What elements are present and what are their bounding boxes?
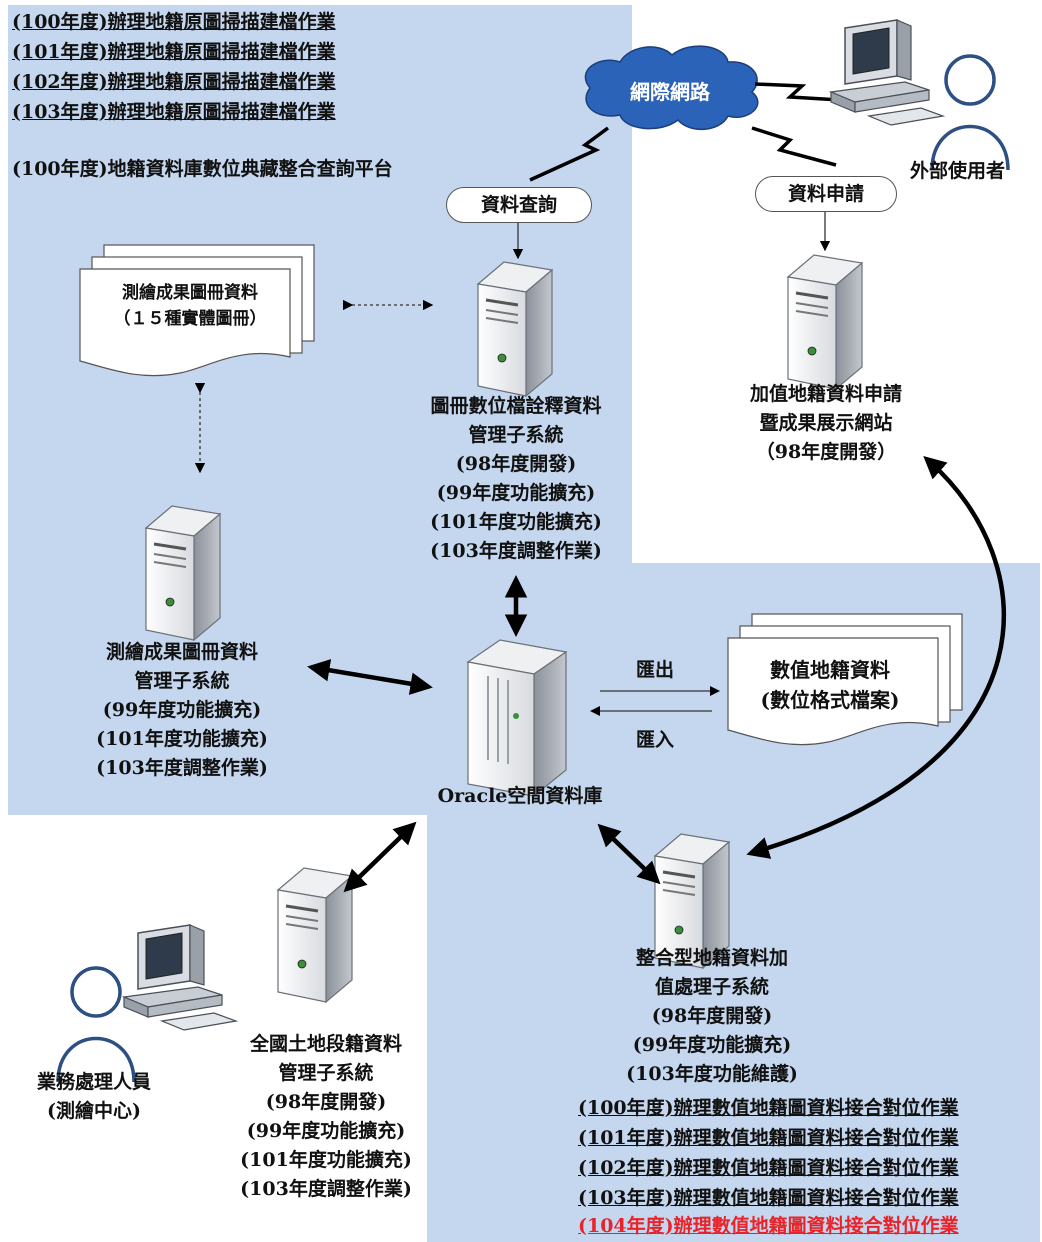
computer-icon (123, 924, 237, 1031)
internet-label: 網際網路 (630, 80, 710, 104)
integrated-system-note: (98年度開發) (651, 1005, 773, 1027)
alignment-project-item: (101年度)辦理數值地籍圖資料接合對位作業 (578, 1127, 959, 1149)
value-added-site-name: 加值地籍資料申請 (749, 383, 903, 405)
integrated-system-note: (103年度功能維護) (626, 1063, 798, 1085)
external-user-icon (930, 54, 1010, 172)
data-query-pill: 資料查詢 (446, 187, 592, 223)
survey-system-name: 管理子系統 (134, 670, 230, 692)
integrated-system-name: 整合型地籍資料加 (635, 947, 789, 969)
oracle-database-server-icon (466, 639, 568, 798)
digital-file-system-note: (101年度功能擴充) (430, 511, 602, 533)
land-section-system-name: 全國土地段籍資料 (249, 1033, 403, 1055)
digital-cadastral-subtitle: (數位格式檔案) (760, 688, 900, 712)
survey-system-note: (99年度功能擴充) (102, 699, 262, 721)
alignment-project-item: (102年度)辦理數值地籍圖資料接合對位作業 (578, 1157, 959, 1179)
survey-docs-subtitle: （１５種實體圖冊） (113, 309, 267, 329)
business-staff-label: 業務處理人員 (36, 1071, 152, 1093)
data-apply-pill: 資料申請 (755, 176, 897, 212)
integrated-system-name: 值處理子系統 (654, 976, 770, 998)
computer-icon (830, 19, 944, 126)
external-user-label: 外部使用者 (910, 160, 1006, 182)
land-section-system-name: 管理子系統 (278, 1062, 374, 1084)
business-staff-sublabel: (測繪中心) (47, 1100, 141, 1122)
value-added-site-note: （98年度開發） (755, 441, 897, 463)
network-link-bolts (529, 82, 841, 182)
survey-docs-title: 測繪成果圖冊資料 (122, 283, 258, 303)
export-label: 匯出 (636, 659, 675, 681)
survey-system-name: 測繪成果圖冊資料 (105, 641, 259, 663)
land-section-system-note: (101年度功能擴充) (240, 1149, 412, 1171)
internet-cloud-icon (584, 45, 759, 131)
alignment-project-item: (100年度)辦理數值地籍圖資料接合對位作業 (578, 1097, 959, 1119)
flow-arrows (194, 210, 831, 716)
digital-cadastral-title: 數值地籍資料 (770, 658, 890, 682)
project-item: (102年度)辦理地籍原圖掃描建檔作業 (12, 71, 336, 93)
bidirectional-arrows (307, 456, 1006, 893)
alignment-project-item: (103年度)辦理數值地籍圖資料接合對位作業 (578, 1187, 959, 1209)
land-section-system-note: (98年度開發) (265, 1091, 387, 1113)
land-section-server-icon (276, 866, 354, 1004)
business-staff-icon (56, 966, 136, 1084)
integrated-system-note: (99年度功能擴充) (632, 1034, 792, 1056)
import-label: 匯入 (636, 729, 675, 751)
platform-title: (100年度)地籍資料庫數位典藏整合查詢平台 (12, 158, 393, 180)
project-item: (101年度)辦理地籍原圖掃描建檔作業 (12, 41, 336, 63)
digital-file-system-note: (103年度調整作業) (430, 540, 602, 562)
land-section-system-note: (99年度功能擴充) (246, 1120, 406, 1142)
digital-file-system-name: 管理子系統 (468, 424, 564, 446)
value-added-site-name: 暨成果展示網站 (759, 412, 893, 434)
digital-file-system-name: 圖冊數位檔詮釋資料 (430, 395, 602, 417)
survey-system-server-icon (144, 504, 222, 642)
survey-system-note: (101年度功能擴充) (96, 728, 268, 750)
survey-system-note: (103年度調整作業) (96, 757, 268, 779)
value-added-site-server-icon (786, 253, 864, 391)
land-section-system-note: (103年度調整作業) (240, 1178, 412, 1200)
project-item: (103年度)辦理地籍原圖掃描建檔作業 (12, 101, 336, 123)
digital-file-system-note: (98年度開發) (455, 453, 577, 475)
project-item: (100年度)辦理地籍原圖掃描建檔作業 (12, 11, 336, 33)
oracle-database-label: Oracle空間資料庫 (437, 785, 603, 807)
alignment-project-item-highlighted: (104年度)辦理數值地籍圖資料接合對位作業 (578, 1215, 959, 1237)
digital-file-server-icon (476, 260, 554, 398)
digital-file-system-note: (99年度功能擴充) (436, 482, 596, 504)
